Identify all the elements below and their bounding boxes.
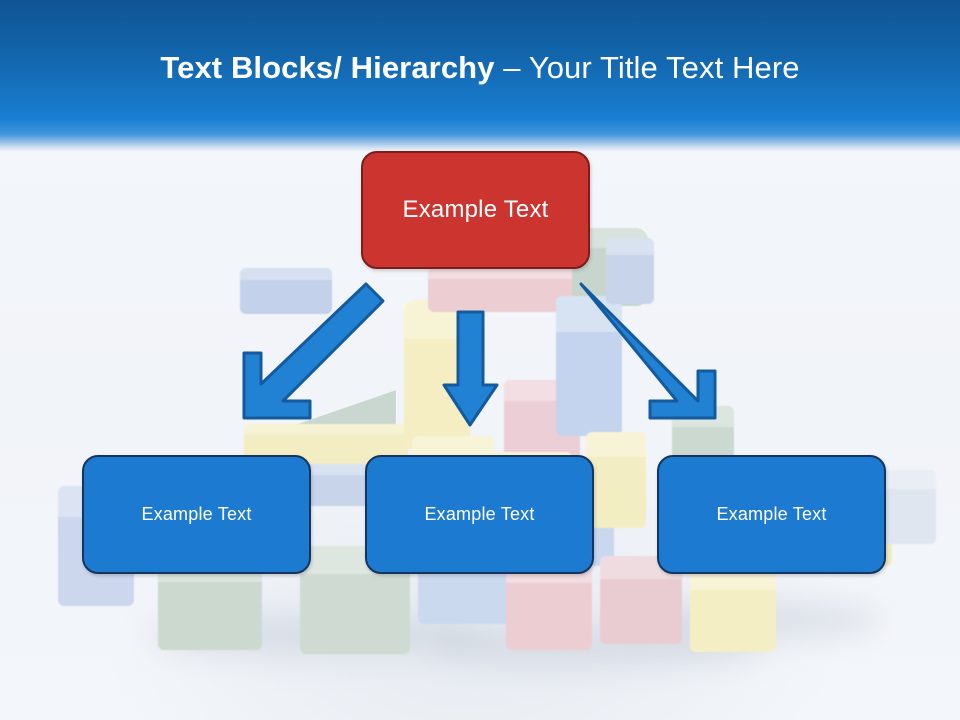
page-title-bold: Text Blocks/ Hierarchy <box>160 50 504 85</box>
hierarchy-child-box-2[interactable]: Example Text <box>365 455 594 574</box>
page-title: Text Blocks/ Hierarchy – Your Title Text… <box>0 48 960 88</box>
hierarchy-child-label-2: Example Text <box>424 504 535 524</box>
page-title-light: Your Title Text Here <box>528 50 800 85</box>
hierarchy-root-label: Example Text <box>402 196 549 223</box>
hierarchy-child-label-1: Example Text <box>141 504 252 524</box>
hierarchy-child-box-1[interactable]: Example Text <box>82 455 311 574</box>
hierarchy-child-label-3: Example Text <box>716 504 827 524</box>
hierarchy-root-box[interactable]: Example Text <box>361 151 590 269</box>
page-title-separator: – <box>503 50 529 85</box>
header-band <box>0 0 960 152</box>
hierarchy-child-box-3[interactable]: Example Text <box>657 455 886 574</box>
